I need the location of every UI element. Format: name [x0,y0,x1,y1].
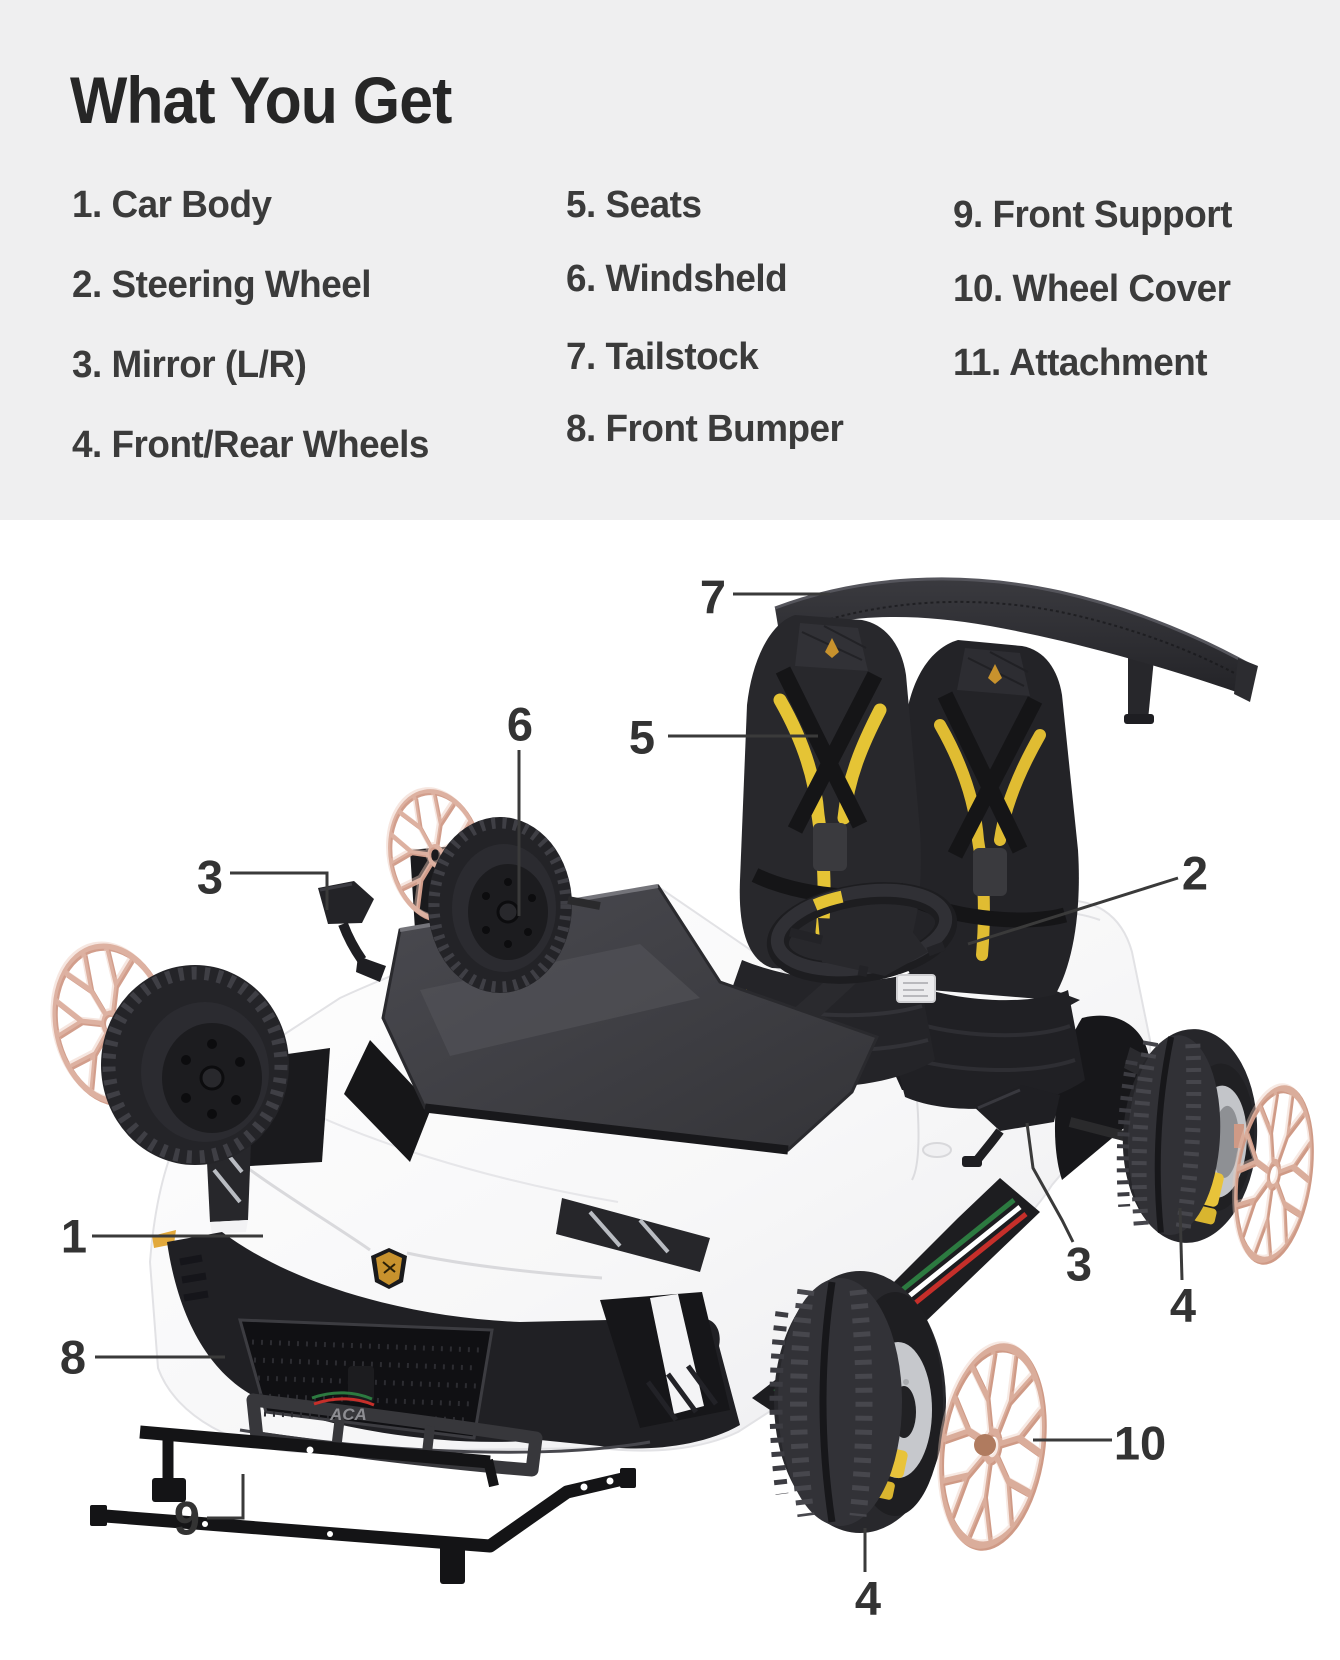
callout-4-rear-wheel: 4 [854,1571,882,1625]
callout-leader-lines [92,592,1184,1572]
wheel-cover-rear-right [928,1339,1057,1553]
callout-5-seats: 5 [628,710,656,764]
mirror-right [962,1085,1060,1167]
part-item-seats: 5. Seats [566,184,702,226]
wheel-rear-bottom [769,1271,946,1533]
callout-4-front-wheel: 4 [1169,1278,1197,1332]
lamborghini-badge-icon [371,1248,407,1289]
callout-1-car-body: 1 [60,1209,88,1263]
aca-logo: ACA [329,1405,367,1424]
part-item-car-body: 1. Car Body [72,184,272,226]
exploded-diagram-art: ACA [0,577,1340,1584]
callout-3-mirror-left: 3 [196,850,224,904]
callout-2-steering-wheel: 2 [1181,846,1209,900]
part-item-wheels: 4. Front/Rear Wheels [72,424,429,466]
part-item-windshield: 6. Windsheld [566,258,788,300]
part-item-attachment: 11. Attachment [953,342,1208,384]
callout-8-front-bumper: 8 [59,1330,87,1384]
mirror-left [318,881,386,982]
wheel-cover-front-right [1224,1082,1322,1265]
part-item-wheel-cover: 10. Wheel Cover [953,268,1231,310]
callout-7-tailstock: 7 [699,570,727,624]
page-title: What You Get [70,63,452,137]
part-item-mirror: 3. Mirror (L/R) [72,344,307,386]
wheel-rear-left [428,817,601,993]
callout-9-front-support: 9 [173,1491,201,1545]
part-item-steering-wheel: 2. Steering Wheel [72,264,372,306]
front-support-frame [90,1425,636,1584]
wheel-front-left [101,965,289,1165]
parts-list-header: What You Get 1. Car Body 2. Steering Whe… [0,0,1340,520]
callout-6-windshield: 6 [506,697,534,751]
callout-10-wheel-cover: 10 [1113,1416,1167,1470]
front-bumper [167,1232,740,1454]
part-item-front-bumper: 8. Front Bumper [566,408,844,450]
steering-wheel [766,882,958,1032]
part-item-tailstock: 7. Tailstock [566,336,759,378]
callout-3-mirror-right: 3 [1065,1237,1093,1291]
exploded-diagram: ACA [0,520,1340,1660]
part-item-front-support: 9. Front Support [953,194,1232,236]
